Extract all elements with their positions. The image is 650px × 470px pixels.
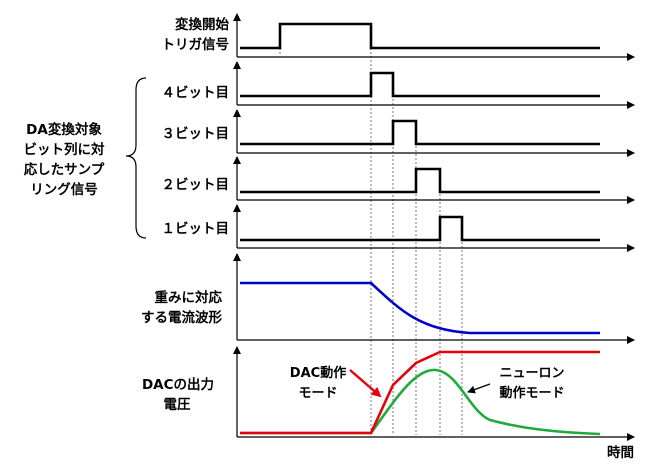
- bit3-row: ３ビット目: [162, 109, 635, 157]
- bit1-signal: [240, 215, 600, 242]
- current-waveform: [240, 281, 600, 335]
- bit2-signal: [240, 167, 600, 194]
- bit4-row: ４ビット目: [162, 61, 635, 109]
- time-axis-label: 時間: [607, 444, 634, 461]
- voltage-row: DACの出力 電圧: [142, 346, 635, 441]
- trigger-signal: [240, 22, 600, 50]
- bit1-row: １ビット目: [162, 204, 635, 252]
- current-label-line1: 重みに対応: [155, 289, 223, 306]
- neuron-output-waveform: [240, 368, 601, 436]
- bit4-label: ４ビット目: [162, 85, 230, 101]
- current-row: 重みに対応 する電流波形: [141, 253, 635, 344]
- neuron-mode-line2: 動作モード: [499, 385, 564, 401]
- dac-mode-line1: DAC動作: [290, 365, 346, 381]
- group-brace: [125, 77, 147, 239]
- current-label-line2: する電流波形: [141, 309, 222, 326]
- trigger-row: 変換開始 トリガ信号: [162, 13, 635, 61]
- dac-output-waveform: [240, 350, 600, 435]
- group-label-line4: リング信号: [30, 181, 98, 198]
- bit3-signal: [240, 119, 600, 146]
- voltage-label-line2: 電圧: [164, 396, 191, 413]
- bit4-signal: [240, 71, 600, 98]
- bit1-label: １ビット目: [162, 221, 230, 237]
- neuron-mode-arrow: [467, 383, 491, 394]
- trigger-label-line2: トリガ信号: [162, 36, 230, 53]
- group-label-line2: ビット列に対: [24, 141, 105, 158]
- bit3-label: ３ビット目: [162, 126, 230, 142]
- neuron-mode-line1: ニューロン: [499, 366, 564, 381]
- group-label-line3: 応したサンプ: [24, 161, 105, 178]
- group-label-line1: DA変換対象: [26, 121, 102, 138]
- bit2-row: ２ビット目: [162, 156, 635, 204]
- trigger-label-line1: 変換開始: [175, 16, 229, 33]
- neuron-mode-annotation: ニューロン 動作モード: [467, 366, 565, 401]
- sampling-group: DA変換対象 ビット列に対 応したサンプ リング信号: [24, 77, 147, 239]
- bit2-label: ２ビット目: [162, 177, 230, 193]
- dac-mode-annotation: DAC動作 モード: [290, 365, 382, 401]
- voltage-label-line1: DACの出力: [142, 376, 214, 393]
- dac-mode-line2: モード: [298, 386, 337, 401]
- dac-mode-arrow: [349, 369, 382, 398]
